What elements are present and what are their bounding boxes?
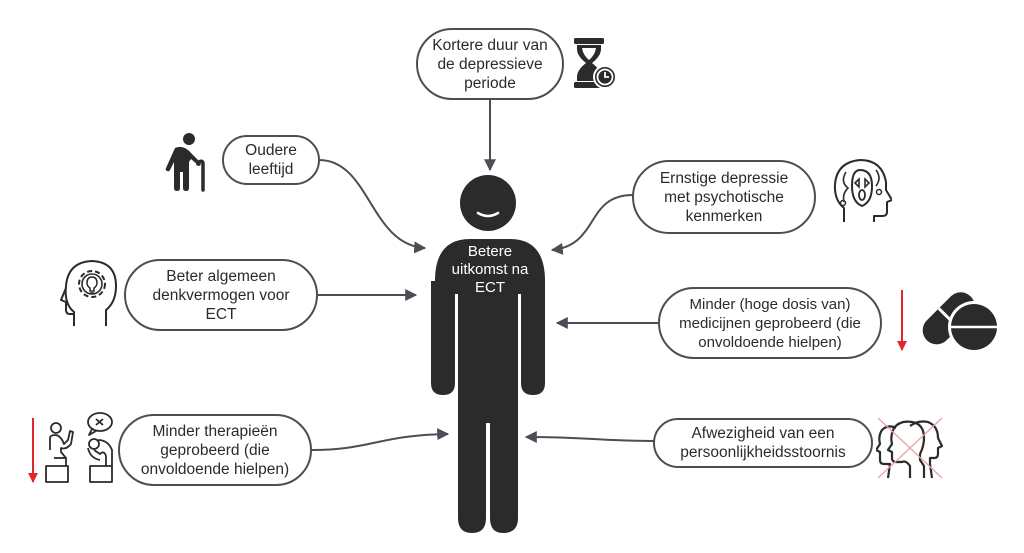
center-label-line-3: ECT — [475, 279, 505, 296]
center-label-line-1: Betere — [467, 243, 513, 260]
pills-icon — [922, 292, 1000, 353]
factor-personality: Afwezigheid van een persoonlijkheidsstoo… — [653, 418, 873, 468]
head-gear-bulb-icon — [60, 260, 117, 326]
connector-age — [318, 159, 427, 254]
center-label: Betere uitkomst na ECT — [440, 243, 540, 297]
center-label-line-2: uitkomst na — [451, 261, 529, 278]
factor-psychotic: Ernstige depressie met psychotische kenm… — [632, 160, 816, 234]
person-icon — [431, 175, 545, 533]
connector-therapy — [311, 428, 450, 451]
therapy-session-icon — [45, 412, 113, 483]
factor-cognition-text: Beter algemeen denkvermogen voor ECT — [152, 267, 290, 323]
factor-duration-text: Kortere duur van de depressieve periode — [432, 36, 548, 92]
factor-personality-text: Afwezigheid van een persoonlijkheidsstoo… — [680, 425, 846, 461]
factor-medication: Minder (hoge dosis van) medicijnen gepro… — [658, 287, 882, 359]
elderly-person-cane-icon — [165, 133, 205, 192]
factor-psychotic-text: Ernstige depressie met psychotische kenm… — [659, 169, 789, 225]
head-scream-icon — [833, 159, 892, 222]
factor-age-text: Oudere leeftijd — [245, 142, 297, 178]
factor-age: Oudere leeftijd — [222, 135, 320, 185]
connector-psychotic — [550, 194, 634, 255]
factor-medication-text: Minder (hoge dosis van) medicijnen gepro… — [679, 295, 861, 351]
factor-duration: Kortere duur van de depressieve periode — [416, 28, 564, 100]
factor-therapy-text: Minder therapieën geprobeerd (die onvold… — [140, 422, 290, 478]
connector-personality — [524, 431, 655, 444]
factor-cognition: Beter algemeen denkvermogen voor ECT — [124, 259, 318, 331]
heads-crossed-icon — [876, 417, 944, 479]
factor-therapy: Minder therapieën geprobeerd (die onvold… — [118, 414, 312, 486]
hourglass-clock-icon — [574, 38, 617, 89]
